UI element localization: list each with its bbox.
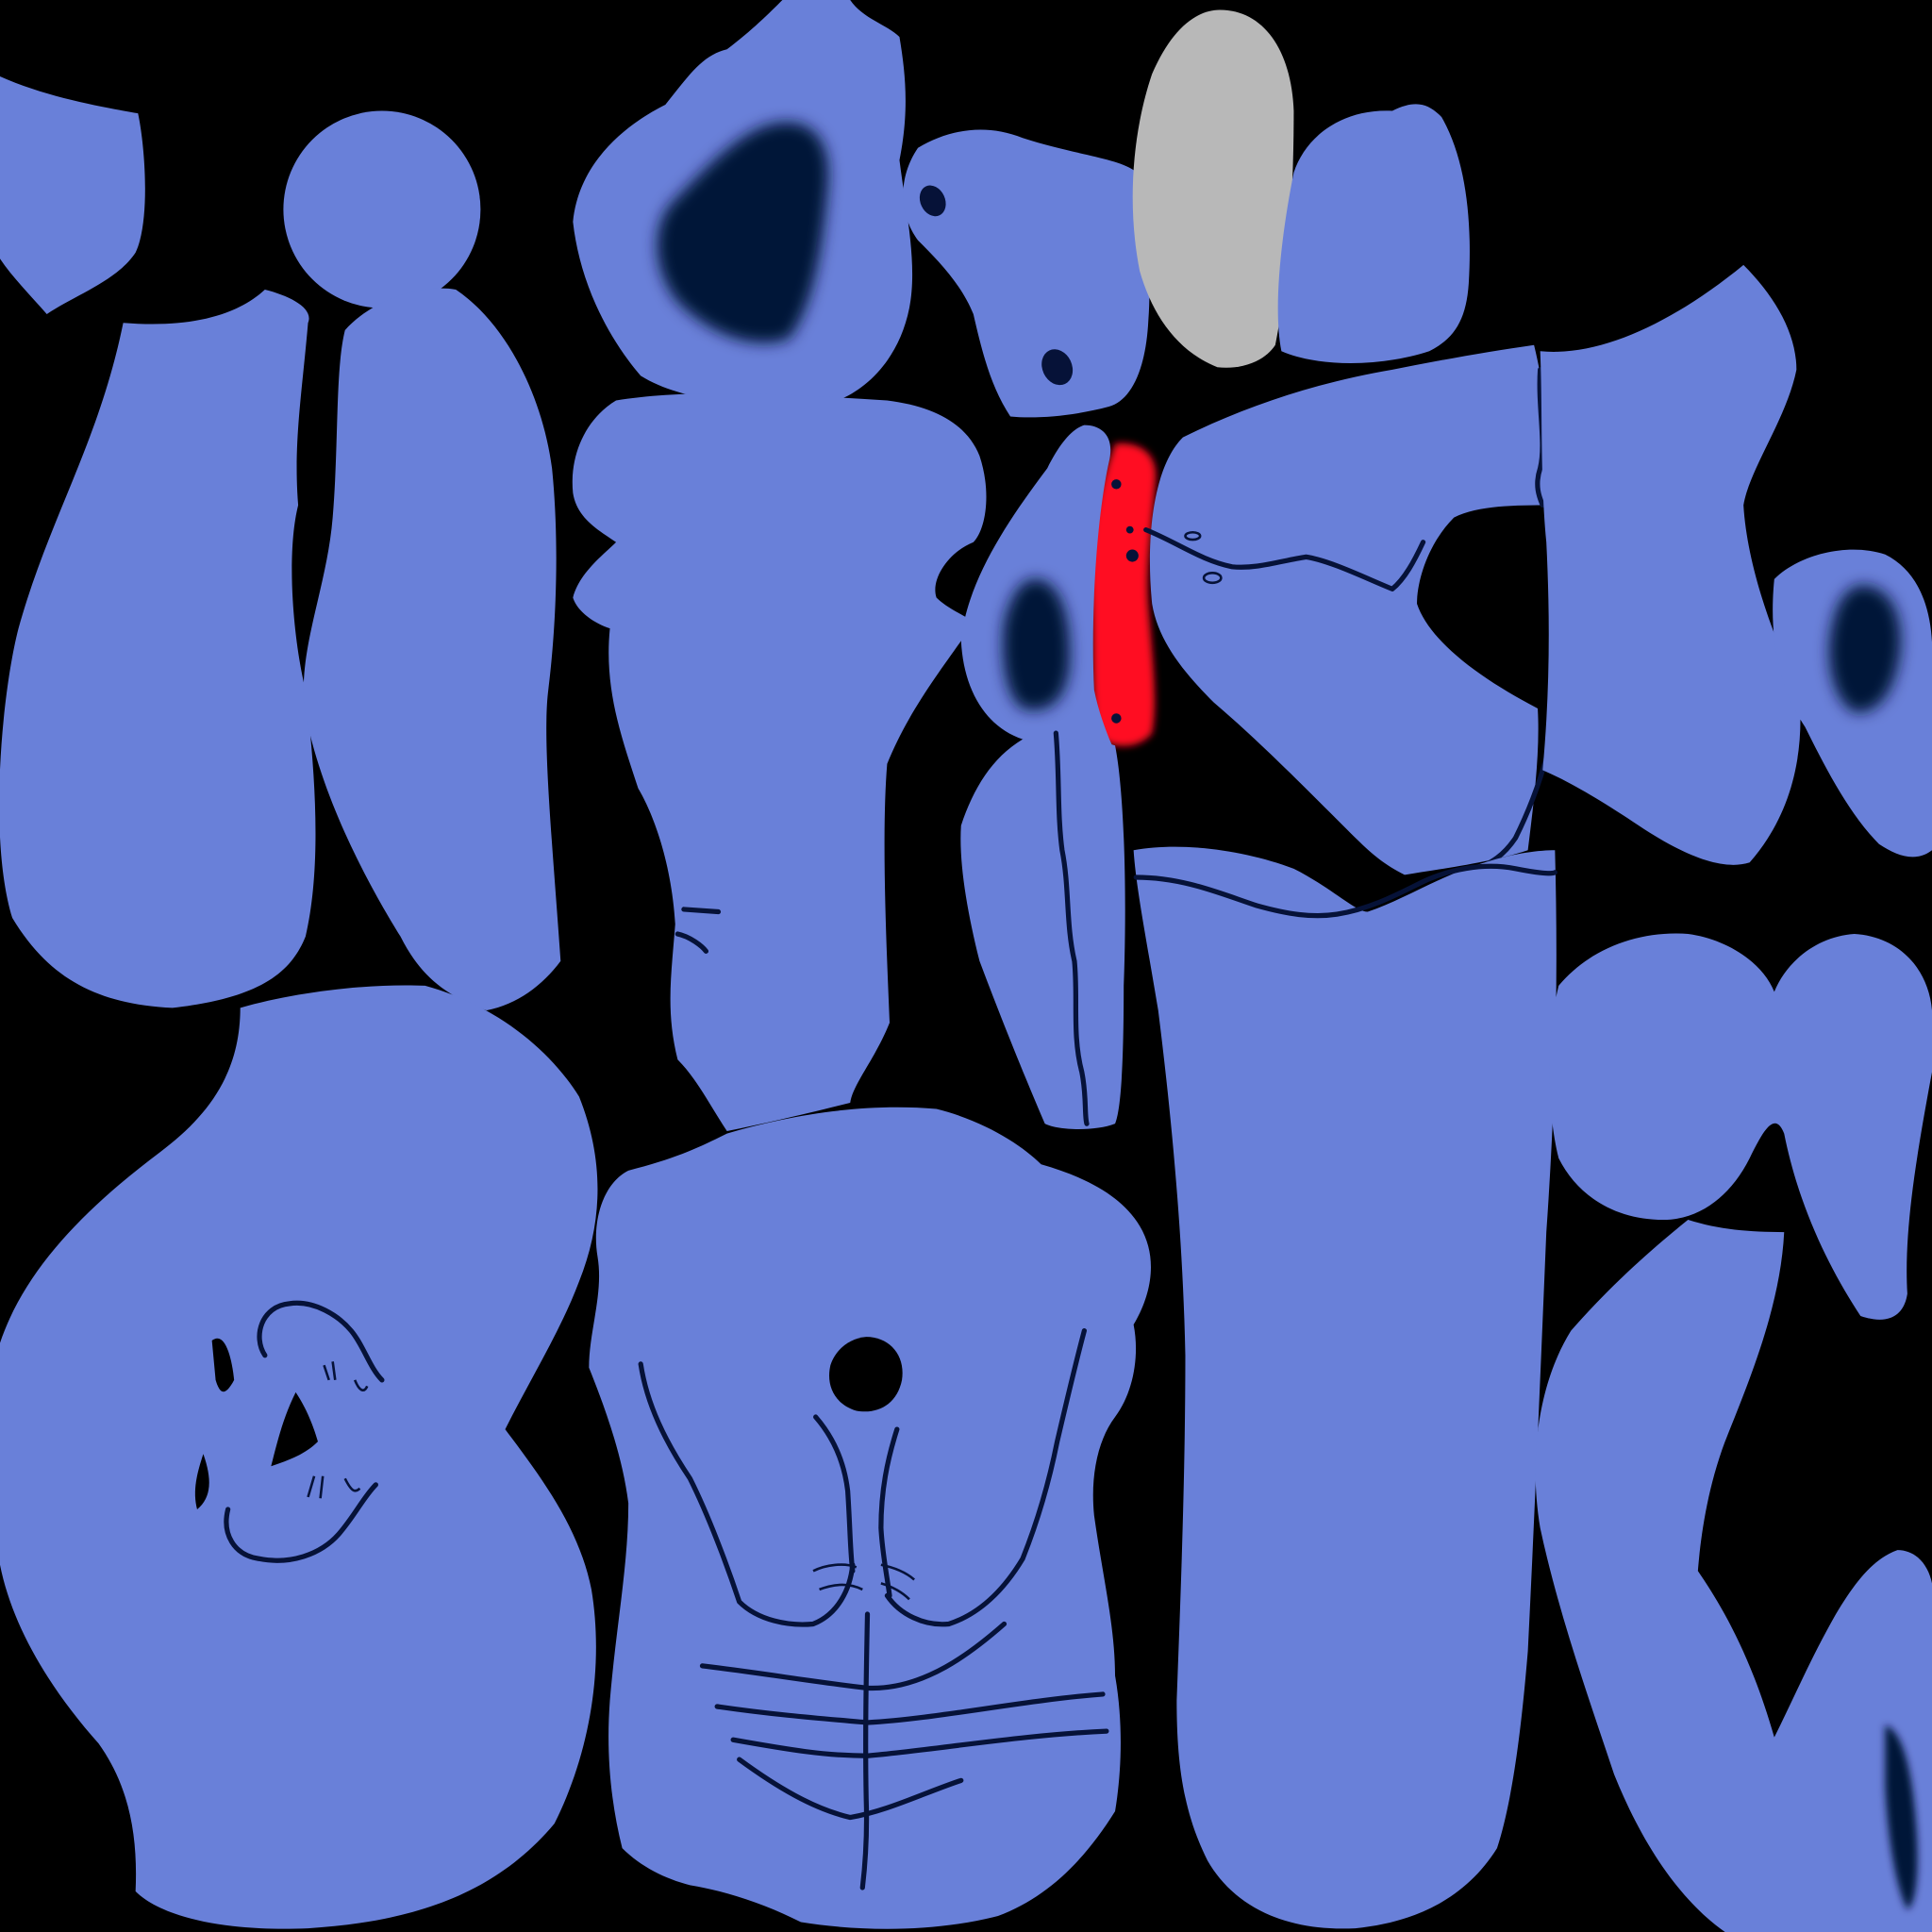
face-outline-upper [257,1300,385,1383]
face-hole-eye [211,1338,235,1392]
scapula-island-right [1540,264,1801,865]
abdomen-rib-2 [714,1691,1106,1725]
rib-mark-small [675,907,722,954]
red-strip-dot-4 [1111,713,1122,724]
wing-ring-1 [1184,530,1202,541]
abdomen-rib-3 [730,1728,1109,1758]
face-whisker-lower [307,1475,361,1499]
ear-island-top-left [0,75,145,315]
right-rounded-island [1277,104,1470,363]
boot-dark-edge [1885,1724,1918,1910]
sternum-line-left [813,1414,856,1574]
vein-wing-main [1143,527,1426,591]
dark-spot-forearm [1003,578,1071,710]
hole-dot-lower [1041,349,1074,386]
face-island [0,985,598,1929]
head-circle-island [283,110,481,308]
face-whisker-upper [323,1361,369,1391]
leg-long-island [1133,846,1557,1929]
dark-spot-ear-right [1829,585,1901,713]
hand-island-top [903,129,1150,418]
sternum-line-right [878,1426,900,1599]
wing-island-right [1149,344,1551,875]
hole-dot-upper [919,185,946,217]
wing-ring-2 [1202,572,1223,585]
red-strip [1090,442,1157,746]
gray-oval-island [1132,9,1294,368]
face-outline-lower [224,1482,378,1563]
face-hole-chin [194,1454,209,1509]
abdomen-midline [859,1611,871,1890]
upper-limb-island-left [0,289,316,1008]
red-strip-dot-2 [1125,525,1134,534]
pec-marks-left [812,1563,863,1591]
navel-hole [829,1337,903,1412]
chest-line-left [638,1361,856,1627]
upper-torso-island [572,392,987,1132]
heart-island-right [1549,933,1932,1320]
chest-line-right [884,1327,1087,1627]
dark-patch-shoulder [657,122,829,343]
red-strip-dot-3 [1125,549,1139,562]
torso-long-island [303,288,561,1011]
pec-marks-right [880,1563,915,1601]
lower-forearm-island [960,738,1125,1130]
red-strip-dot-1 [1111,479,1122,490]
chest-island [589,1107,1151,1929]
abdomen-rib-1 [699,1621,1008,1691]
boot-island-right [1535,1220,1932,1932]
face-hole-mouth [271,1391,318,1467]
vein-forearm [1053,730,1090,1126]
leg-seam-vein [1133,863,1557,919]
abdomen-rib-4 [737,1757,964,1821]
